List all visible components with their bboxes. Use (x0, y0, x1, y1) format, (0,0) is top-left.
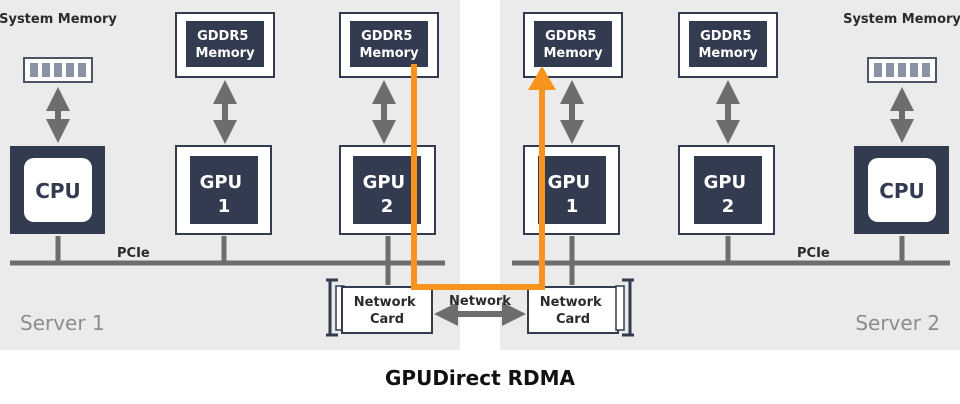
server-1-network-card-label: Network Card (354, 295, 420, 327)
server-2-label: Server 2 (855, 311, 940, 335)
server-1-gpu-1-memory-chip (186, 21, 264, 67)
server-2-system-memory-label: System Memory (843, 12, 960, 27)
server-1-system-memory-label: System Memory (0, 12, 117, 27)
server-2-gpu-1-memory-label: GDDR5 Memory (543, 29, 603, 61)
server-2-gpu-2-label: GPU 2 (704, 172, 753, 217)
server-1-label: Server 1 (20, 311, 105, 335)
network-label: Network (449, 294, 511, 309)
server-1-network-card: Network Card (326, 278, 433, 337)
bus-connectors (55, 236, 905, 285)
diagram-title: GPUDirect RDMA (385, 366, 575, 390)
server-1-gpu-1-memory-label: GDDR5 Memory (195, 29, 255, 61)
server-1-gpu-2-label: GPU 2 (363, 172, 412, 217)
server-2-gpu-2-memory-chip (689, 21, 767, 67)
server-1-pcie-label: PCIe (117, 246, 150, 261)
server-2-gpu-1-memory-chip (534, 21, 612, 67)
server-2-gpu-2-chip (694, 156, 762, 224)
server-1-gpu-1-chip (190, 156, 258, 224)
server-1-cpu-die (24, 158, 92, 222)
server-1-ram-icon (23, 57, 93, 83)
server-2-gpu-2-memory-label: GDDR5 Memory (698, 29, 758, 61)
server-2-network-card-label: Network Card (540, 295, 606, 327)
server-1-gpu-2-memory-label: GDDR5 Memory (359, 29, 419, 61)
server-2-pcie-label: PCIe (797, 246, 830, 261)
server-2-gpu-1-chip (538, 156, 606, 224)
server-1-gpu-2-chip (353, 156, 421, 224)
rdma-data-path (411, 64, 545, 290)
server-2-gpu-1-label: GPU 1 (548, 172, 597, 217)
server-2-cpu-label: CPU (879, 179, 925, 203)
server-1-gpu-2-memory-chip (350, 21, 428, 67)
server-1-gpu-1-label: GPU 1 (200, 172, 249, 217)
server-1-cpu-label: CPU (35, 179, 81, 203)
rdma-path-arrowhead (528, 66, 556, 90)
server-2-network-card: Network Card (527, 278, 634, 337)
server-2-ram-icon (867, 57, 937, 83)
server-2-cpu-die (868, 158, 936, 222)
